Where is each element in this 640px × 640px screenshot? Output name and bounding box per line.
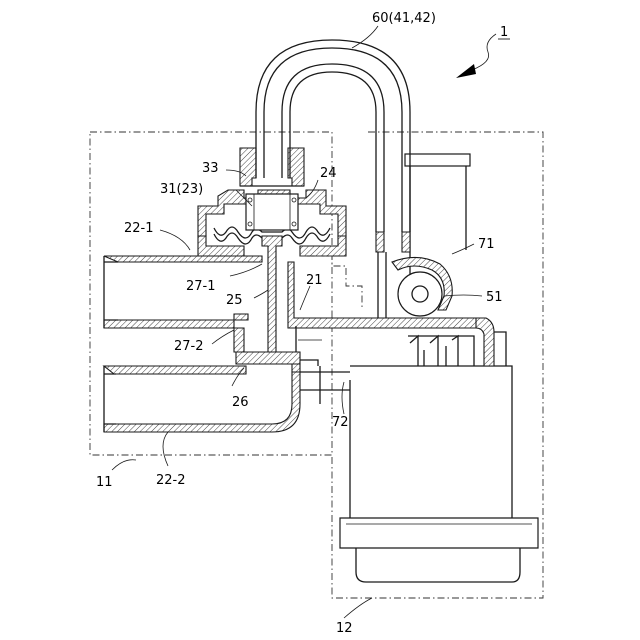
plate-26 [236,352,300,364]
label-22-1: 22-1 [124,221,154,236]
label-31: 31(23) [160,182,203,197]
label-72: 72 [332,415,349,430]
pipe-22-2 [104,364,350,432]
label-33: 33 [202,161,219,176]
label-26: 26 [232,395,249,410]
label-27-1: 27-1 [186,279,216,294]
label-11: 11 [96,475,113,490]
roller-51 [378,252,452,318]
arrow-ref-1 [456,34,496,78]
label-60: 60(41,42) [372,11,436,26]
label-27-2: 27-2 [174,339,204,354]
label-25: 25 [226,293,243,308]
label-1: 1 [500,25,508,40]
tank-body-12 [340,154,538,582]
label-22-2: 22-2 [156,473,186,488]
label-24: 24 [320,166,337,181]
label-51: 51 [486,290,503,305]
label-21: 21 [306,273,323,288]
label-71: 71 [478,237,495,252]
label-12: 12 [336,621,353,636]
